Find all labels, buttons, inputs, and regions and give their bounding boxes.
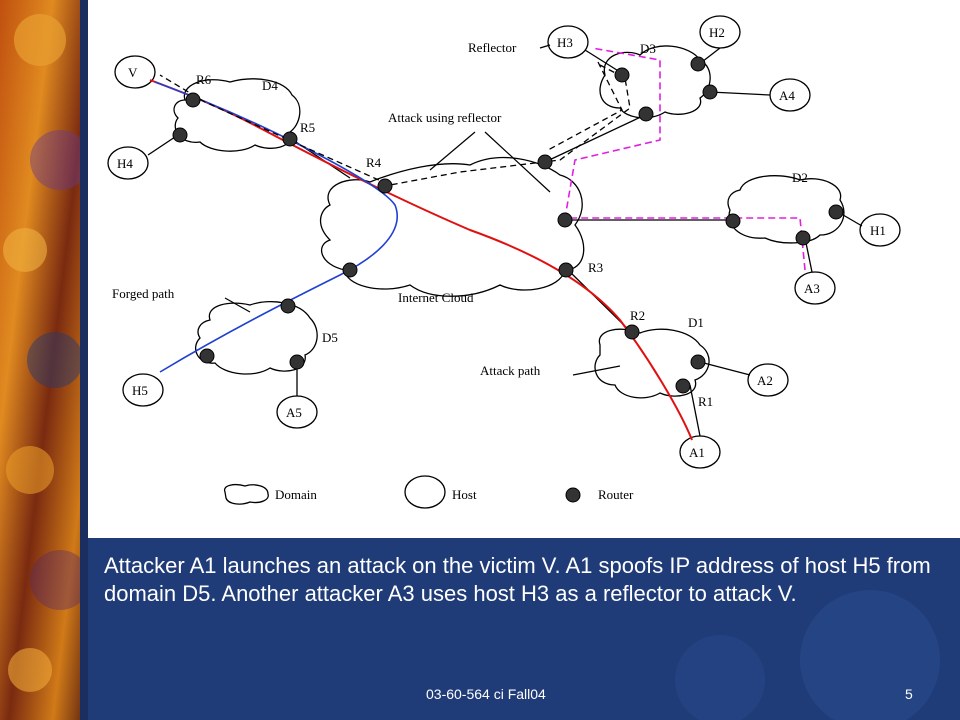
label-r3: R3 [588,260,603,275]
legend-host-label: Host [452,487,477,502]
legend-domain-shape [223,484,269,505]
router-r2 [624,324,640,340]
label-a5: A5 [286,405,302,420]
label-r1: R1 [698,394,713,409]
label-d4: D4 [262,78,278,93]
label-r2: R2 [630,308,645,323]
label-h1: H1 [870,223,886,238]
router-r3 [558,262,574,278]
forged-path-blue [154,81,398,373]
label-r4: R4 [366,155,382,170]
reflector-attack-dashed-1 [159,64,631,186]
legend-router-shape [565,487,581,503]
label-attack-using-reflector: Attack using reflector [388,110,502,125]
label-h2: H2 [709,25,725,40]
host-a2 [747,363,789,397]
host-a3 [794,271,836,305]
reflector-path-magenta [564,47,806,271]
label-v: V [128,65,138,80]
label-d2: D2 [792,170,808,185]
domain-d1 [594,328,710,399]
background-gear-decoration [675,590,940,720]
label-h3: H3 [557,35,573,50]
host-h5 [122,373,164,407]
legend-host-shape [404,475,446,509]
label-a1: A1 [689,445,705,460]
domain-d3 [599,45,711,119]
domain-d2 [727,175,845,244]
label-a3: A3 [804,281,820,296]
footer-course: 03-60-564 ci Fall04 [426,686,546,702]
attack-path-red [149,79,693,441]
label-h5: H5 [132,383,148,398]
label-a4: A4 [779,88,795,103]
host-h1 [859,213,901,247]
network-attack-diagram: V H1 H2 H3 H4 H5 A1 A2 A3 A4 A5 R1 R2 R3… [88,0,960,538]
label-d3: D3 [640,41,656,56]
label-internet-cloud: Internet Cloud [398,290,474,305]
router-r4 [377,178,393,194]
router-r6 [185,92,201,108]
legend-router-label: Router [598,487,634,502]
label-d5: D5 [322,330,338,345]
label-h4: H4 [117,156,133,171]
slide-caption: Attacker A1 launches an attack on the vi… [104,553,931,606]
decorative-gear-band [0,0,88,720]
legend-domain-label: Domain [275,487,317,502]
label-d1: D1 [688,315,704,330]
router-r5 [282,131,298,147]
host-h4 [107,146,149,180]
footer-page-number: 5 [905,686,913,702]
label-forged-path: Forged path [112,286,175,301]
label-r6: R6 [196,72,212,87]
label-attack-path: Attack path [480,363,541,378]
host-v [114,55,156,89]
router-r1 [675,378,691,394]
label-r5: R5 [300,120,315,135]
domain-d4 [173,78,301,152]
label-a2: A2 [757,373,773,388]
host-h3 [547,25,589,59]
label-reflector: Reflector [468,40,517,55]
